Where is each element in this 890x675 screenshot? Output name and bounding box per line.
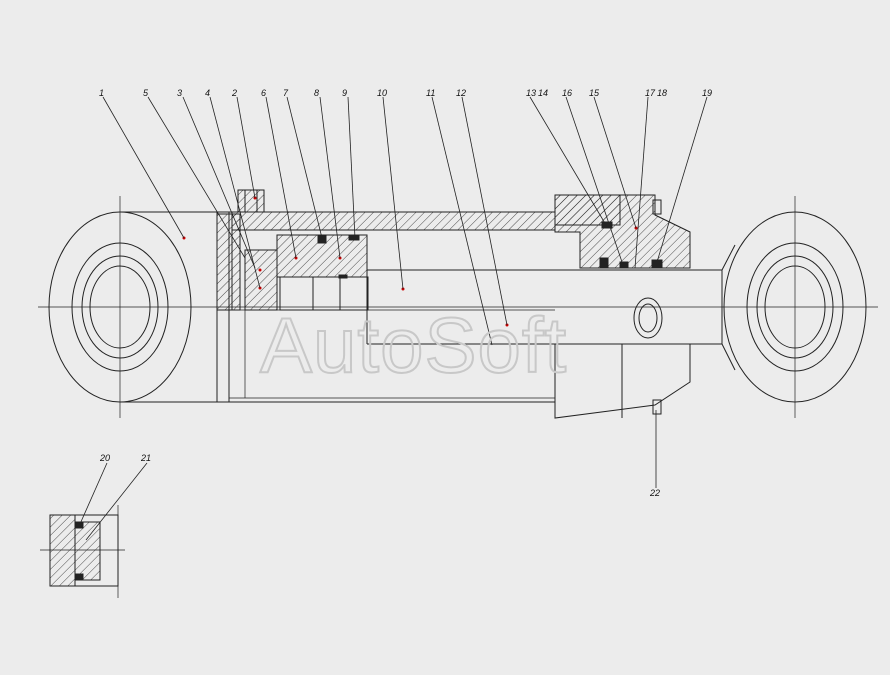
callout-9: 9 — [342, 88, 347, 98]
gland-head — [554, 194, 691, 419]
callout-2: 2 — [231, 88, 237, 98]
piston — [244, 234, 369, 311]
callout-3: 3 — [177, 88, 182, 98]
callout-1: 1 — [99, 88, 104, 98]
callout-14: 14 — [538, 88, 548, 98]
callout-10: 10 — [377, 88, 387, 98]
callout-5: 5 — [143, 88, 149, 98]
callout-11: 11 — [426, 88, 435, 98]
right-eye-mount — [721, 196, 867, 418]
callout-labels: 1 5 3 4 2 6 7 8 9 10 11 12 13 14 16 15 1… — [99, 88, 712, 498]
port-fitting — [237, 189, 265, 213]
watermark-logo: AutoSoft — [260, 301, 567, 389]
callout-18: 18 — [657, 88, 667, 98]
callout-17: 17 — [645, 88, 656, 98]
callout-20: 20 — [99, 453, 110, 463]
callout-12: 12 — [456, 88, 466, 98]
callout-13: 13 — [526, 88, 536, 98]
callout-4: 4 — [205, 88, 210, 98]
detail-view — [40, 505, 125, 598]
callout-7: 7 — [283, 88, 289, 98]
callout-15: 15 — [589, 88, 600, 98]
callout-21: 21 — [140, 453, 151, 463]
callout-22: 22 — [649, 488, 660, 498]
callout-8: 8 — [314, 88, 319, 98]
leader-lines — [79, 96, 708, 541]
callout-16: 16 — [562, 88, 572, 98]
callout-6: 6 — [261, 88, 266, 98]
callout-19: 19 — [702, 88, 712, 98]
